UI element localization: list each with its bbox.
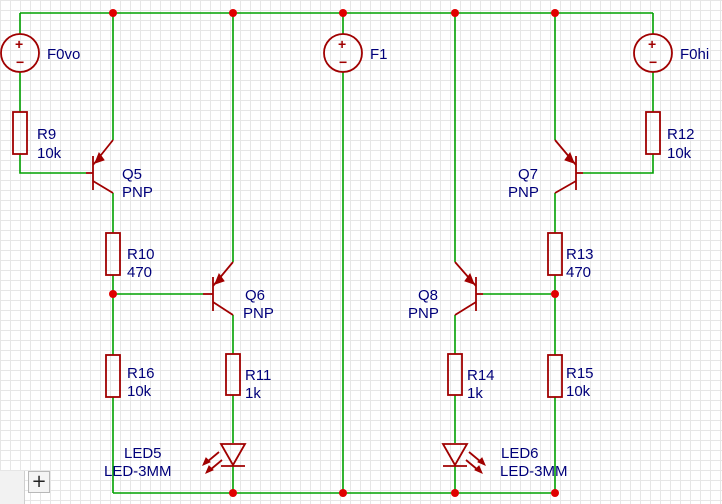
r12-name: R12 xyxy=(667,126,695,143)
source-f0hi: + − F0hi xyxy=(633,33,709,73)
led-led6: LED6 LED-3MM xyxy=(441,443,568,480)
q5-name: Q5 xyxy=(122,166,142,183)
plus-icon: + xyxy=(31,471,47,492)
resistor-r15: R15 10k xyxy=(547,354,594,400)
q6-name: Q6 xyxy=(245,287,265,304)
r13-name: R13 xyxy=(566,246,594,263)
source-f0hi-name: F0hi xyxy=(680,46,709,63)
led6-value: LED-3MM xyxy=(500,463,568,480)
transistor-q8: Q8 PNP xyxy=(408,261,483,322)
q7-type: PNP xyxy=(508,184,539,201)
junctions xyxy=(109,9,559,497)
resistor-r16: R16 10k xyxy=(105,354,155,400)
r15-value: 10k xyxy=(566,383,591,400)
r11-name: R11 xyxy=(245,367,271,384)
r9-name: R9 xyxy=(37,126,56,143)
svg-text:−: − xyxy=(649,54,657,70)
resistor-r11: R11 1k xyxy=(225,353,271,402)
wires xyxy=(19,12,654,494)
r10-value: 470 xyxy=(127,264,152,281)
led5-name: LED5 xyxy=(124,445,162,462)
q8-name: Q8 xyxy=(418,287,438,304)
resistor-r13: R13 470 xyxy=(547,232,594,281)
r14-value: 1k xyxy=(467,385,483,402)
q7-name: Q7 xyxy=(518,166,538,183)
r10-name: R10 xyxy=(127,246,155,263)
transistor-q7: Q7 PNP xyxy=(508,139,583,201)
q6-type: PNP xyxy=(243,305,274,322)
r15-name: R15 xyxy=(566,365,594,382)
svg-text:+: + xyxy=(648,36,656,52)
r13-value: 470 xyxy=(566,264,591,281)
resistor-r9: R9 10k xyxy=(12,111,62,162)
transistor-q5: Q5 PNP xyxy=(86,139,153,201)
resistor-r12: R12 10k xyxy=(645,111,695,162)
source-f1: + − F1 xyxy=(323,33,388,73)
r9-value: 10k xyxy=(37,145,62,162)
q8-type: PNP xyxy=(408,305,439,322)
canvas-left-edge xyxy=(0,471,25,504)
svg-text:−: − xyxy=(339,54,347,70)
led5-value: LED-3MM xyxy=(104,463,172,480)
zoom-in-button[interactable]: + xyxy=(28,471,50,493)
r16-value: 10k xyxy=(127,383,152,400)
svg-text:−: − xyxy=(16,54,24,70)
source-f0vo-name: F0vo xyxy=(47,46,80,63)
r11-value: 1k xyxy=(245,385,261,402)
svg-text:+: + xyxy=(15,36,23,52)
source-f0vo: + − F0vo xyxy=(0,33,80,73)
resistor-r14: R14 1k xyxy=(447,353,495,402)
r14-name: R14 xyxy=(467,367,495,384)
source-f1-name: F1 xyxy=(370,46,388,63)
r12-value: 10k xyxy=(667,145,692,162)
led6-name: LED6 xyxy=(501,445,539,462)
r16-name: R16 xyxy=(127,365,155,382)
transistor-q6: Q6 PNP xyxy=(203,261,274,322)
resistor-r10: R10 470 xyxy=(105,232,155,281)
led-led5: LED5 LED-3MM xyxy=(104,443,247,480)
q5-type: PNP xyxy=(122,184,153,201)
svg-text:+: + xyxy=(338,36,346,52)
